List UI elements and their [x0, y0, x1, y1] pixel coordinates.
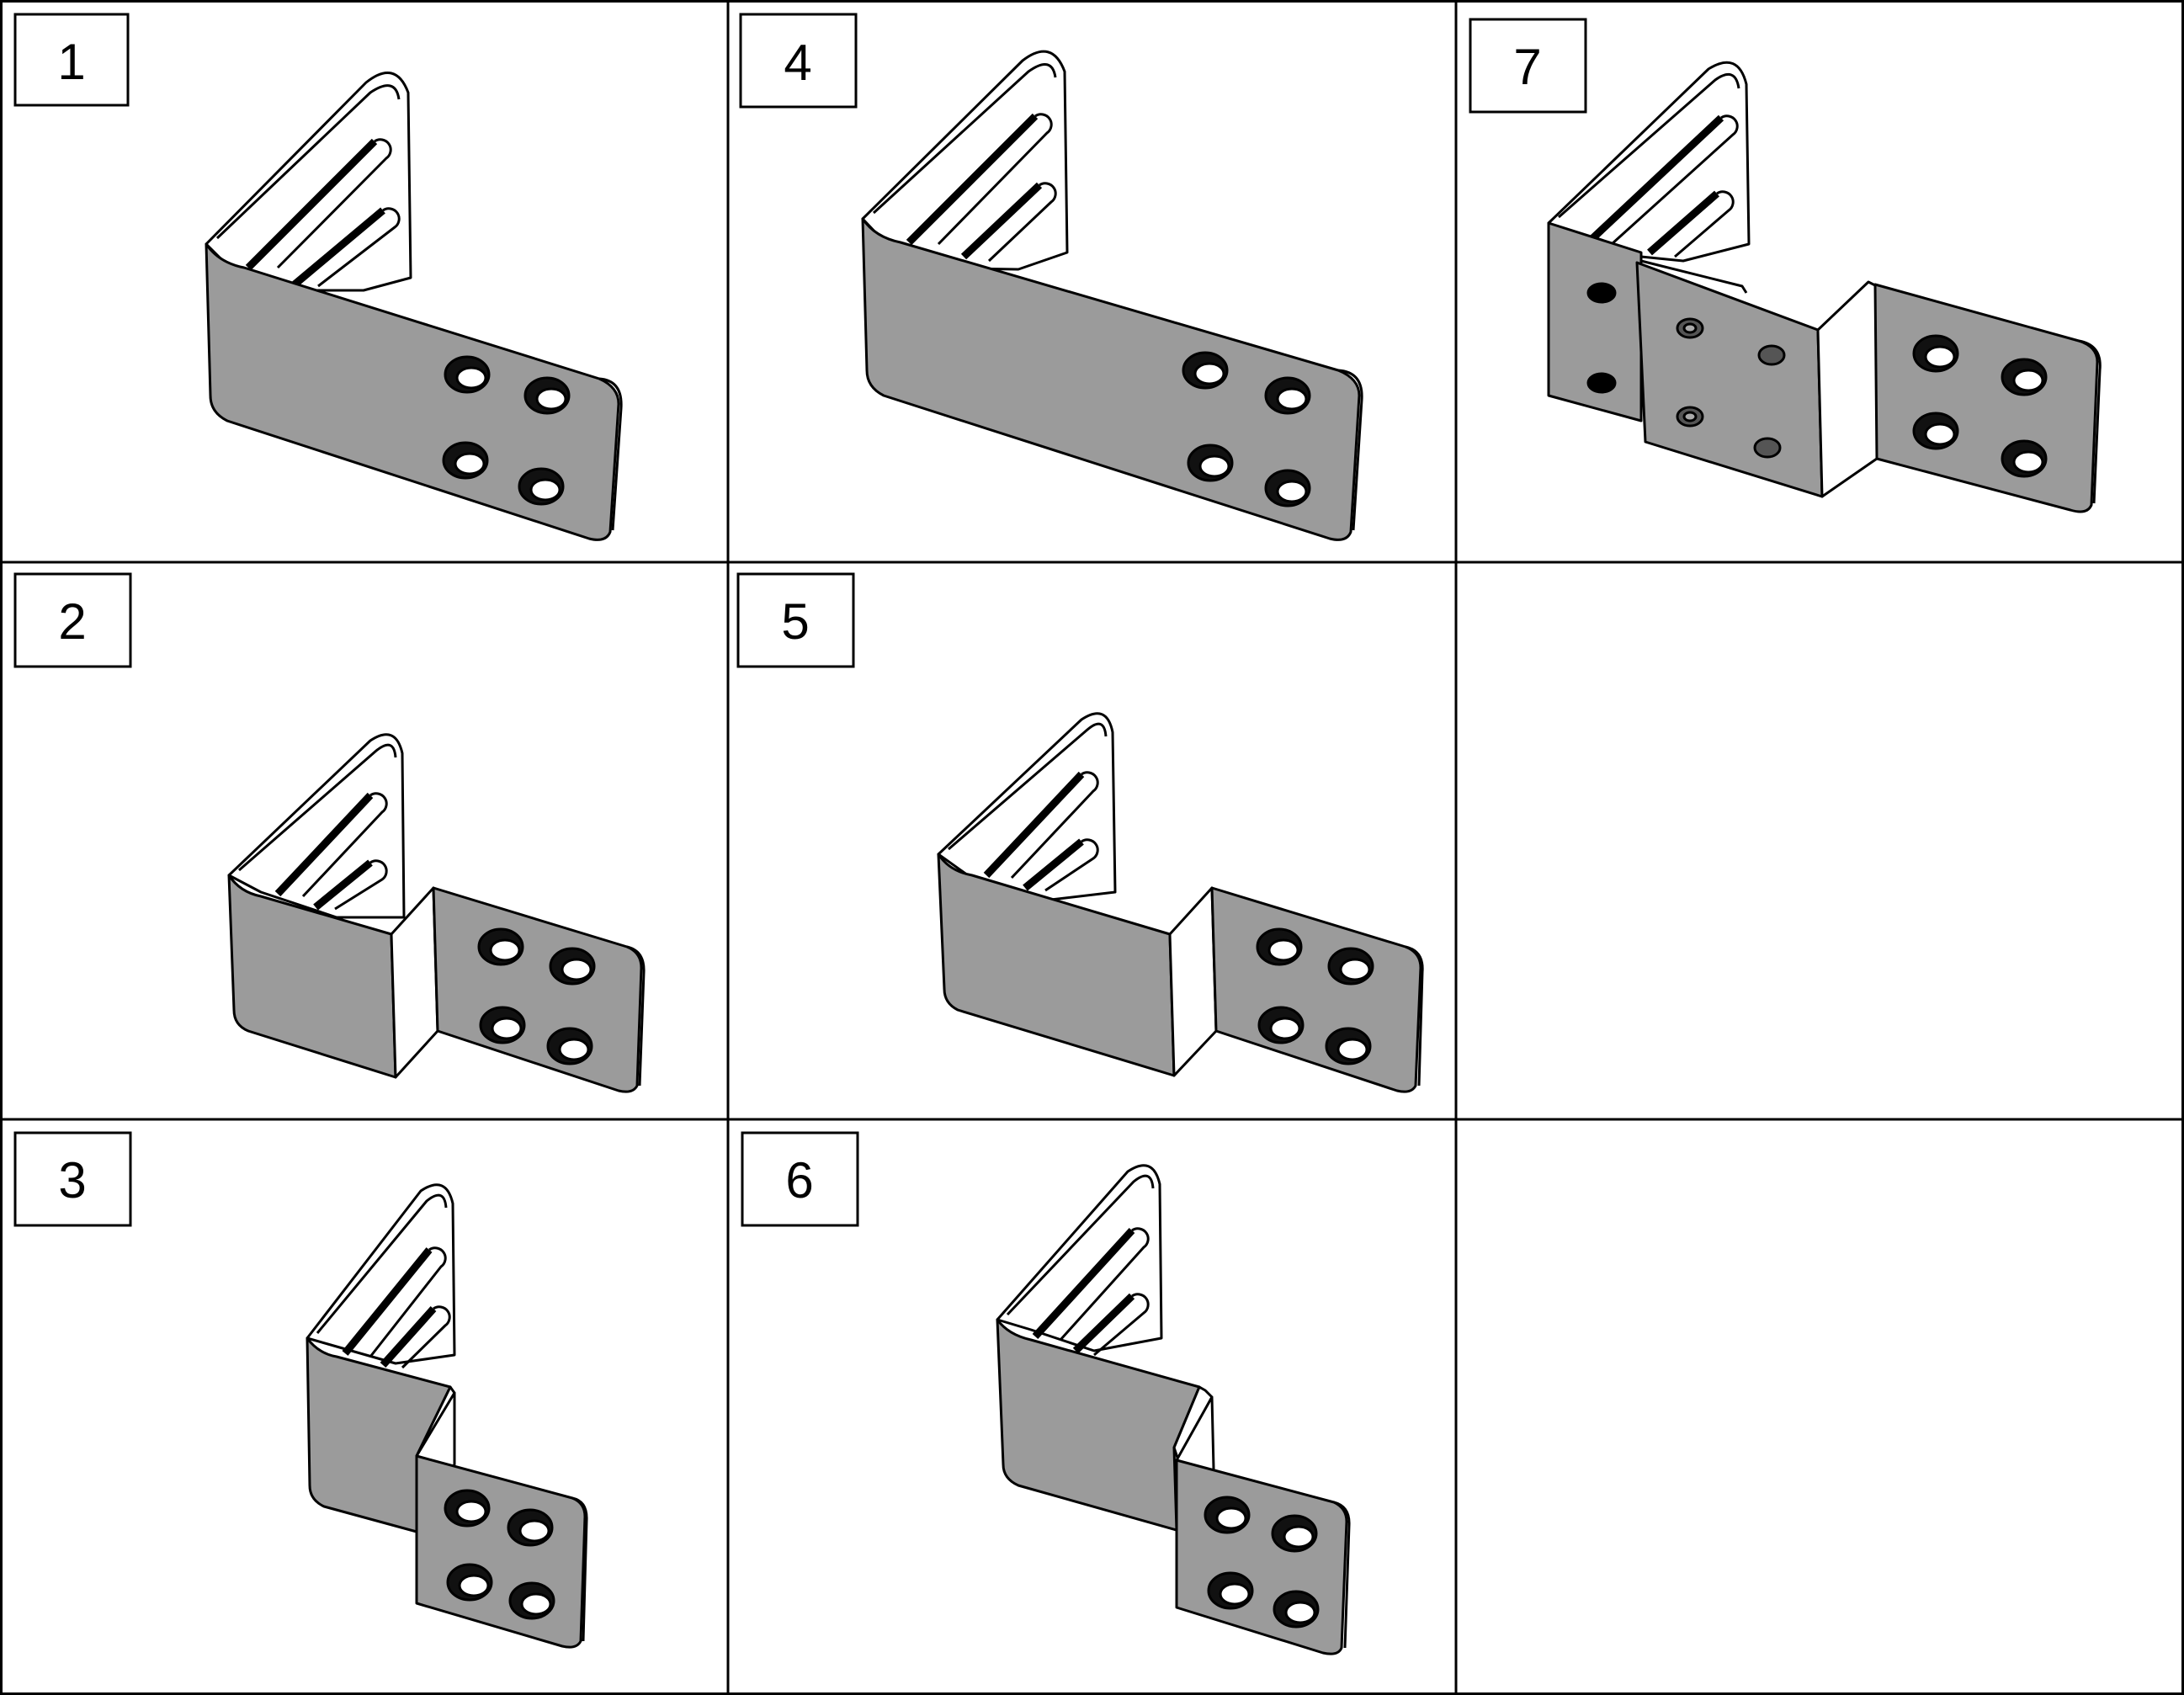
cell-2: 2 [13, 572, 646, 1093]
label-box-3: 3 [13, 1131, 132, 1227]
cell-5: 5 [736, 572, 1424, 1093]
cell-3: 3 [13, 1131, 588, 1649]
cell-4: 4 [739, 13, 1363, 541]
label-box-1: 1 [13, 13, 130, 107]
bracket-drawing-3 [306, 1183, 588, 1649]
label-text-6: 6 [785, 1152, 813, 1209]
label-box-4: 4 [739, 13, 858, 109]
label-box-2: 2 [13, 572, 132, 668]
bracket-drawing-4 [861, 50, 1363, 541]
cell-1: 1 [13, 13, 623, 541]
cell-6: 6 [741, 1131, 1351, 1655]
label-text-7: 7 [1513, 39, 1541, 95]
label-box-7: 7 [1469, 18, 1587, 114]
bracket-drawing-5 [937, 712, 1424, 1093]
bracket-drawing-7 [1547, 61, 2102, 513]
label-box-5: 5 [736, 572, 855, 668]
label-text-4: 4 [784, 35, 811, 91]
label-text-3: 3 [58, 1152, 86, 1209]
bracket-drawing-6 [996, 1164, 1351, 1655]
label-text-5: 5 [781, 593, 809, 650]
plate-fasteners [1676, 317, 1786, 459]
cell-7: 7 [1469, 18, 2102, 513]
label-text-1: 1 [57, 34, 85, 90]
label-text-2: 2 [58, 593, 86, 650]
bracket-drawing-1 [205, 72, 623, 541]
label-box-6: 6 [741, 1131, 859, 1227]
bracket-drawing-2 [227, 733, 646, 1093]
